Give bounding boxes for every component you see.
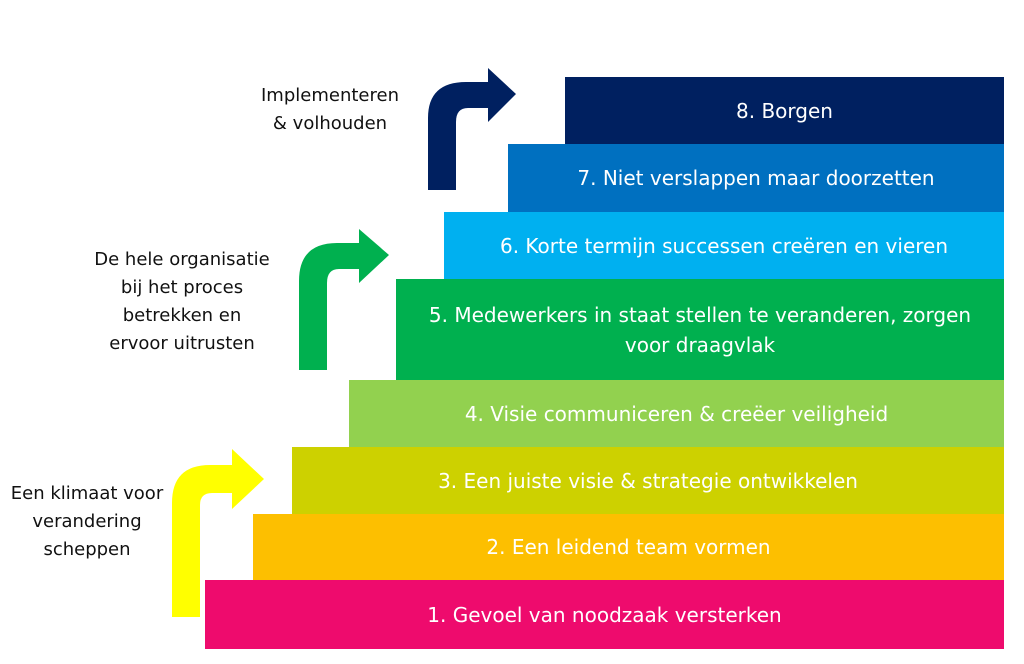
phase-2-arrow-shape	[299, 229, 389, 370]
step-8: 8. Borgen	[565, 77, 1004, 144]
step-1-label: 1. Gevoel van noodzaak versterken	[427, 602, 782, 627]
step-6: 6. Korte termijn successen creëren en vi…	[444, 212, 1004, 279]
step-5-label: 5. Medewerkers in staat stellen te veran…	[428, 302, 972, 357]
step-7: 7. Niet verslappen maar doorzetten	[508, 144, 1004, 212]
step-4-label: 4. Visie communiceren & creëer veilighei…	[464, 401, 889, 426]
phase-2-label: De hele organisatie bij het proces betre…	[94, 249, 270, 354]
step-2-label: 2. Een leidend team vormen	[486, 535, 771, 559]
step-3-label: 3. Een juiste visie & strategie ontwikke…	[438, 468, 858, 493]
phase-3-arrow-shape	[428, 68, 516, 190]
phase-1-label: Een klimaat voor verandering scheppen	[10, 483, 164, 560]
phase-3-label: Implementeren & volhouden	[261, 85, 399, 134]
step-7-label: 7. Niet verslappen maar doorzetten	[577, 166, 935, 190]
step-2: 2. Een leidend team vormen	[253, 514, 1004, 580]
phase-1-arrow-shape	[172, 449, 264, 617]
bent-arrow-up-right-icon	[299, 229, 389, 370]
step-4: 4. Visie communiceren & creëer veilighei…	[349, 380, 1004, 447]
step-6-label: 6. Korte termijn successen creëren en vi…	[499, 233, 949, 258]
step-3: 3. Een juiste visie & strategie ontwikke…	[292, 447, 1004, 514]
bent-arrow-up-right-icon	[172, 449, 264, 617]
step-5: 5. Medewerkers in staat stellen te veran…	[396, 279, 1004, 380]
step-1: 1. Gevoel van noodzaak versterken	[205, 580, 1004, 649]
bent-arrow-up-right-icon	[428, 68, 516, 190]
step-8-label: 8. Borgen	[736, 98, 833, 123]
